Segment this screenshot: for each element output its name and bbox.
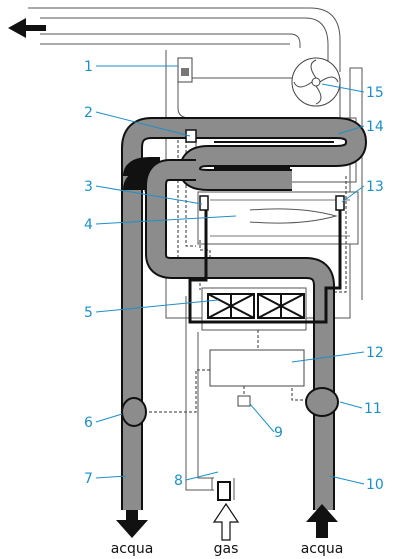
callout-2: 2 — [84, 105, 93, 121]
label-water-in: acqua — [301, 541, 344, 557]
burner-block-right — [257, 293, 305, 319]
fan — [291, 57, 341, 107]
component-6-bulge — [121, 397, 147, 427]
component-9-box — [237, 395, 251, 407]
callout-13: 13 — [366, 179, 384, 195]
gas-valve — [217, 481, 231, 501]
callout-11: 11 — [364, 401, 382, 417]
component-11-bulge — [305, 387, 339, 417]
control-board — [209, 349, 305, 387]
callout-10: 10 — [366, 477, 384, 493]
callout-leaders — [95, 65, 365, 485]
callout-1: 1 — [84, 59, 93, 75]
callout-14: 14 — [366, 119, 384, 135]
flue-duct — [28, 7, 341, 72]
exhaust-arrow — [8, 18, 46, 38]
combustion-chamber — [197, 191, 359, 245]
callout-8: 8 — [174, 473, 183, 489]
callout-5: 5 — [84, 305, 93, 321]
water-out-arrow — [116, 510, 148, 538]
water-circuit — [121, 117, 367, 510]
water-in-arrow — [306, 504, 338, 538]
gas-in-arrow — [212, 502, 240, 541]
callout-7: 7 — [84, 471, 93, 487]
label-gas-in: gas — [214, 541, 239, 557]
chamber-loop — [188, 200, 342, 324]
callout-9: 9 — [274, 425, 283, 441]
callout-4: 4 — [84, 217, 93, 233]
burner-block-left — [207, 293, 255, 319]
callout-15: 15 — [366, 85, 384, 101]
component-3-box — [199, 195, 209, 211]
component-2-box — [185, 129, 197, 143]
label-water-out: acqua — [111, 541, 154, 557]
callout-6: 6 — [84, 415, 93, 431]
callout-12: 12 — [366, 345, 384, 361]
callout-3: 3 — [84, 179, 93, 195]
component-13-box — [335, 195, 345, 211]
